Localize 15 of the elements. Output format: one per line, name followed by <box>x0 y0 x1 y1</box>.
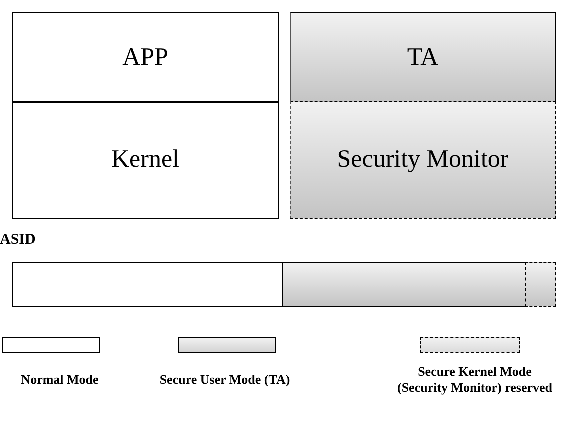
asid-segment <box>525 262 556 307</box>
section-heading: ASID <box>0 232 36 249</box>
mode-label: TA <box>407 44 439 72</box>
app-box <box>12 12 279 103</box>
legend-label: Secure User Mode (TA) <box>158 372 292 388</box>
security-monitor-box <box>290 101 556 219</box>
legend-label: Normal Mode <box>20 372 100 388</box>
mode-label: APP <box>122 44 168 72</box>
ta-box <box>290 12 556 103</box>
asid-segment <box>282 262 526 307</box>
kernel-box <box>12 101 279 219</box>
mode-label: Kernel <box>111 146 180 174</box>
asid-segment <box>12 262 283 307</box>
legend-label: Secure Kernel Mode (Security Monitor) reserved <box>396 364 554 396</box>
mode-label: Security Monitor <box>337 146 509 174</box>
